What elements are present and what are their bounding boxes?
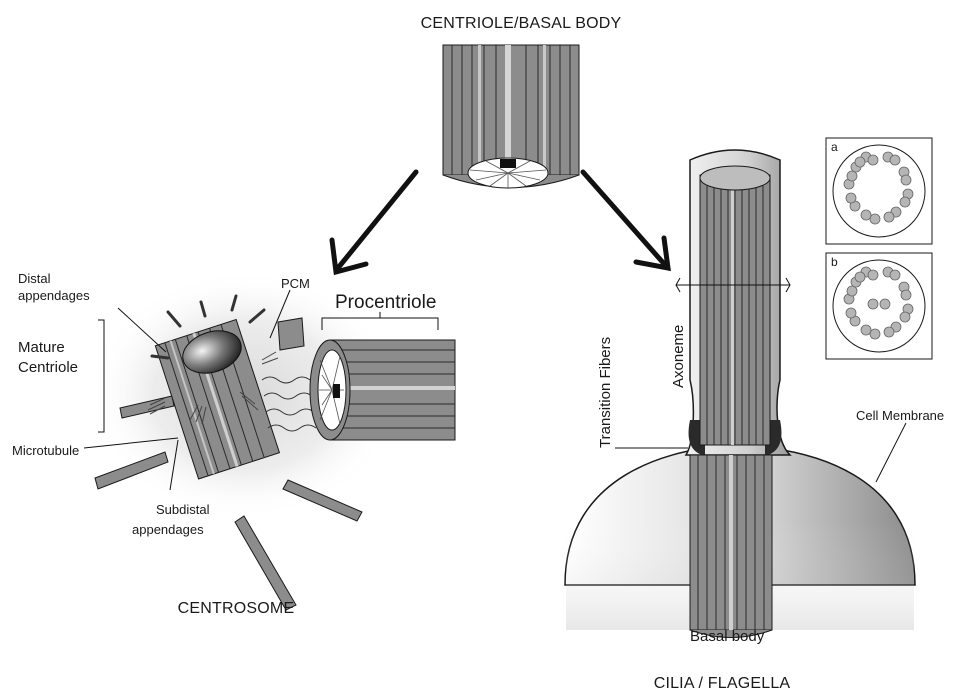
label-pcm: PCM (281, 276, 310, 291)
label-axoneme: Axoneme (670, 325, 687, 388)
label-subdistal-line2: appendages (132, 522, 204, 537)
centrosome-illustration (90, 270, 455, 610)
label-cell-membrane: Cell Membrane (856, 408, 944, 423)
title-centrosome: CENTROSOME (178, 600, 295, 617)
arrow-to-centrosome (332, 172, 416, 272)
label-mature-centriole-line1: Mature (18, 339, 65, 356)
title-centriole-basal-body: CENTRIOLE/BASAL BODY (421, 15, 622, 32)
label-transition-fibers: Transition Fibers (597, 337, 614, 448)
label-distal-appendages-line2: appendages (18, 288, 90, 303)
panel-b-letter: b (831, 255, 838, 269)
title-cilia-flagella: CILIA / FLAGELLA (654, 675, 791, 692)
label-basal-body: Basal body (690, 628, 765, 645)
label-mature-centriole-line2: Centriole (18, 359, 78, 376)
cross-section-panel-a (826, 138, 932, 244)
top-centriole (443, 45, 579, 188)
label-microtubule: Microtubule (12, 443, 79, 458)
panel-a-letter: a (831, 140, 838, 154)
label-subdistal-line1: Subdistal (156, 502, 210, 517)
label-distal-appendages-line1: Distal (18, 271, 51, 286)
arrow-to-cilia (583, 172, 668, 268)
cross-section-panel-b (826, 253, 932, 359)
label-procentriole: Procentriole (335, 292, 436, 313)
